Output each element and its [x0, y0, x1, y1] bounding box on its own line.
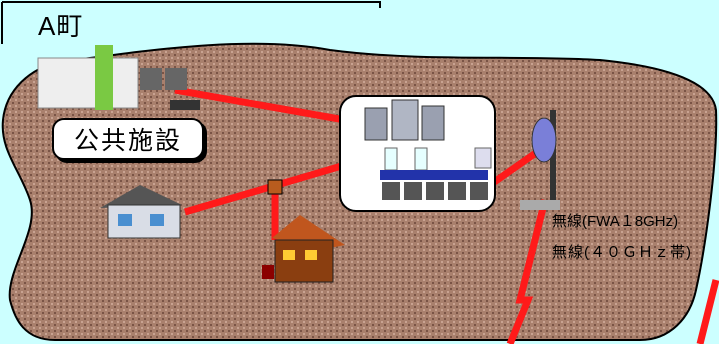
- wireless-40ghz-label: 無線(４０ＧＨｚ帯): [552, 244, 692, 261]
- town-title: A町: [38, 11, 84, 41]
- title-border: [1, 1, 381, 44]
- wireless-fwa-label: 無線(FWA１8GHz): [552, 213, 679, 230]
- public-facility-label: 公共施設: [52, 118, 204, 160]
- server-rack-icon: [364, 99, 492, 200]
- office-building-icon: [37, 45, 200, 110]
- title-tab: [2, 0, 380, 45]
- wireless-antenna-icon: [520, 110, 560, 210]
- cabin-icon: [262, 215, 345, 283]
- splitter-icon: [267, 179, 283, 195]
- links: [174, 86, 719, 344]
- house-icon: [100, 185, 182, 239]
